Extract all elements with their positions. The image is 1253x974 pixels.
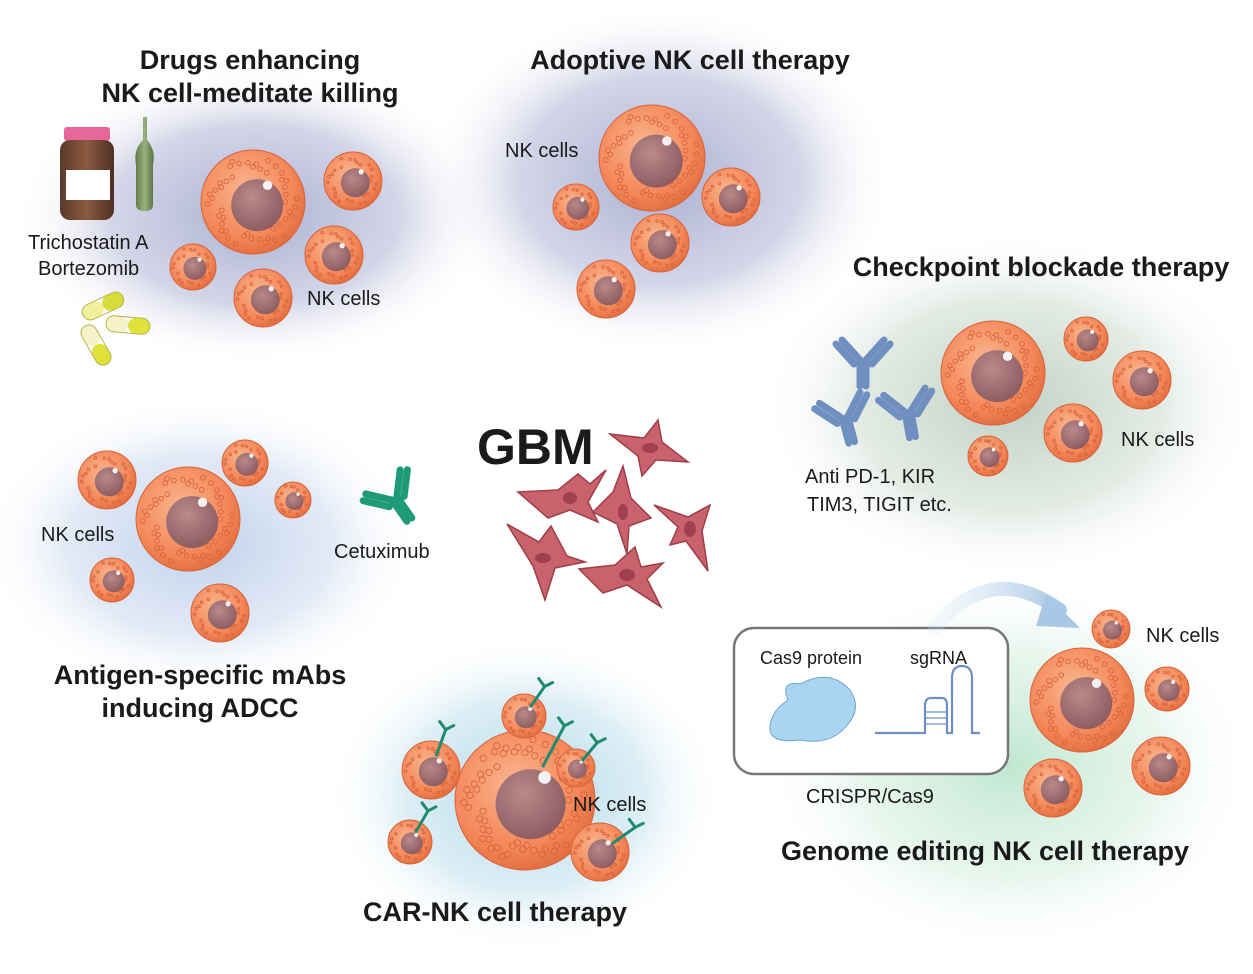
- gbm-cell: [607, 418, 691, 478]
- drugs-title: Drugs enhancing NK cell-meditate killing: [70, 44, 430, 110]
- cas9-protein-label: Cas9 protein: [760, 648, 863, 668]
- nk-cell: [556, 748, 596, 788]
- nk-cell: [1063, 316, 1109, 362]
- gbm-label: GBM: [477, 419, 594, 475]
- nk-cell: [1091, 609, 1131, 649]
- car-receptor-icon: [581, 733, 607, 762]
- nk-cell: [552, 183, 600, 231]
- gbm-cell: [653, 503, 712, 572]
- nk-cell: [1144, 666, 1190, 712]
- nk-cell: [701, 167, 761, 227]
- capsule-icon: [81, 291, 125, 321]
- gbm-cell: [591, 463, 653, 555]
- nk-cell: [169, 243, 217, 291]
- nk-cell: [1023, 758, 1083, 818]
- drug-bottle-icon: [60, 127, 114, 220]
- nk-cell: [387, 819, 433, 865]
- car-receptor-icon: [611, 817, 645, 845]
- cetuximab-antibody-icon: [359, 466, 416, 525]
- nk-cell: [598, 104, 706, 212]
- crispr-label: CRISPR/Cas9: [806, 786, 934, 808]
- nk-cell: [135, 466, 241, 572]
- nk-cell: [77, 450, 137, 510]
- checkpoint-antibody-line1: Anti PD-1, KIR: [805, 466, 936, 488]
- checkpoint-antibody-icon: [875, 384, 936, 442]
- car-title: CAR-NK cell therapy: [362, 897, 628, 927]
- drug-name-1: Trichostatin A: [28, 232, 149, 254]
- nk-cell: [570, 822, 630, 882]
- nk-cell: [304, 225, 364, 285]
- cas9-protein-icon: [769, 676, 856, 742]
- nk-cell: [1029, 647, 1135, 753]
- gbm-cell: [506, 523, 588, 603]
- nk-cell: [501, 693, 547, 739]
- nk-cell: [190, 583, 250, 643]
- checkpoint-title: Checkpoint blockade therapy: [852, 252, 1230, 282]
- nk-cell: [233, 268, 293, 328]
- arrow-head-icon: [1036, 594, 1080, 628]
- capsule-icon: [105, 315, 151, 335]
- nk-cell: [323, 151, 383, 211]
- antigen-title: Antigen-specific mAbs inducing ADCC: [20, 659, 380, 725]
- nk-cells-group: [77, 104, 1191, 882]
- car-nk-label: NK cells: [573, 794, 647, 816]
- nk-cell: [1043, 403, 1103, 463]
- drugs-title-line2: NK cell-meditate killing: [101, 78, 399, 108]
- adoptive-title: Adoptive NK cell therapy: [530, 45, 850, 75]
- sgrna-icon: [875, 664, 980, 735]
- car-receptor-icon: [434, 720, 456, 757]
- nk-cell: [89, 557, 135, 603]
- antigen-title-line1: Antigen-specific mAbs: [53, 660, 347, 690]
- car-receptor-icon: [414, 801, 438, 834]
- checkpoint-antibody-icon: [811, 388, 871, 447]
- checkpoint-antibody-icon: [832, 336, 894, 390]
- ampoule-icon: [135, 117, 154, 211]
- nk-cell: [221, 439, 269, 487]
- genome-title: Genome editing NK cell therapy: [780, 836, 1190, 866]
- antibodies-group: [359, 336, 936, 525]
- nk-cell: [200, 149, 306, 255]
- nk-cell: [576, 259, 636, 319]
- drugs-title-line1: Drugs enhancing: [139, 45, 361, 75]
- adoptive-nk-label: NK cells: [505, 140, 579, 162]
- gbm-cell: [577, 545, 666, 610]
- antigen-nk-label: NK cells: [41, 524, 115, 546]
- nk-cell: [630, 213, 690, 273]
- cetuximab-label: Cetuximub: [334, 541, 430, 563]
- gbm-cell: [516, 469, 607, 524]
- checkpoint-antibody-line2: TIM3, TIGIT etc.: [807, 494, 952, 516]
- drug-name-2: Bortezomib: [38, 258, 140, 280]
- nk-cell: [1112, 350, 1172, 410]
- nk-cell: [274, 481, 312, 519]
- checkpoint-nk-label: NK cells: [1121, 429, 1195, 451]
- genome-nk-label: NK cells: [1146, 625, 1220, 647]
- car-receptor-icon: [529, 677, 555, 708]
- nk-cell: [1131, 736, 1191, 796]
- antigen-title-line2: inducing ADCC: [101, 693, 299, 723]
- capsule-icon: [80, 324, 112, 366]
- drugs-nk-label: NK cells: [307, 288, 381, 310]
- nk-cell: [401, 740, 461, 800]
- nk-cell: [940, 320, 1046, 426]
- nk-cell: [967, 435, 1009, 477]
- car-receptor-icon: [541, 716, 574, 768]
- sgrna-label: sgRNA: [910, 648, 968, 668]
- gbm-cells-group: [506, 418, 712, 610]
